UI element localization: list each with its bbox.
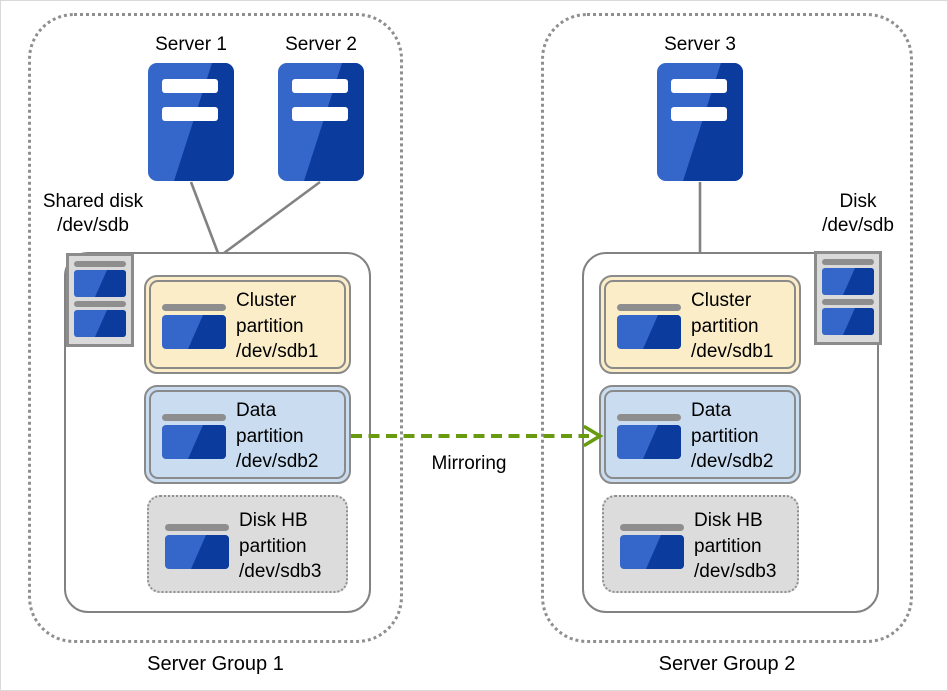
partition-text-line: Disk HB	[694, 510, 763, 531]
partition-icon	[162, 414, 226, 459]
server-group-1-border	[28, 13, 403, 643]
disk-label-line2: /dev/sdb	[822, 215, 894, 236]
partition-text-line: Data	[236, 400, 277, 421]
partition-text-line: /dev/sdb1	[236, 341, 319, 362]
cluster-partition-box: Cluster partition /dev/sdb1	[144, 275, 351, 374]
partition-icon	[620, 524, 684, 569]
data-partition-text: Data partition /dev/sdb2	[236, 398, 318, 475]
disk-hb-partition-text: Disk HB partition /dev/sdb3	[694, 508, 776, 585]
partition-text-line: partition	[236, 425, 304, 447]
partition-text-line: partition	[239, 535, 307, 557]
cluster-partition-box-inner: Cluster partition /dev/sdb1	[149, 280, 346, 369]
partition-text-line: /dev/sdb2	[691, 451, 774, 472]
mirroring-label: Mirroring	[431, 453, 507, 474]
data-partition-text: Data partition /dev/sdb2	[691, 398, 773, 475]
server-group-2-border	[541, 13, 913, 643]
partition-icon	[165, 524, 229, 569]
partition-text-line: /dev/sdb3	[239, 561, 322, 582]
data-partition-box: Data partition /dev/sdb2	[599, 385, 801, 484]
server-group-1-label: Server Group 1	[147, 653, 284, 675]
partition-text-line: Cluster	[691, 290, 752, 311]
partition-icon	[162, 304, 226, 349]
partition-icon	[617, 304, 681, 349]
cluster-partition-box-inner: Cluster partition /dev/sdb1	[604, 280, 796, 369]
shared-disk-label-line2: /dev/sdb	[57, 215, 129, 236]
cluster-partition-text: Cluster partition /dev/sdb1	[691, 288, 773, 365]
disk-icon	[66, 253, 134, 347]
partition-text-line: Data	[691, 400, 732, 421]
server-2-label: Server 2	[285, 34, 357, 55]
shared-disk-label-line1: Shared disk	[42, 191, 144, 212]
server-3-label: Server 3	[664, 34, 736, 55]
data-partition-box-inner: Data partition /dev/sdb2	[604, 390, 796, 479]
partition-text-line: partition	[694, 535, 762, 557]
cluster-partition-box: Cluster partition /dev/sdb1	[599, 275, 801, 374]
partition-text-line: Cluster	[236, 290, 297, 311]
data-partition-box-inner: Data partition /dev/sdb2	[149, 390, 346, 479]
partition-text-line: /dev/sdb3	[694, 561, 777, 582]
partition-icon	[617, 414, 681, 459]
disk-hb-partition-text: Disk HB partition /dev/sdb3	[239, 508, 321, 585]
cluster-partition-text: Cluster partition /dev/sdb1	[236, 288, 318, 365]
partition-text-line: Disk HB	[239, 510, 308, 531]
server-group-2-label: Server Group 2	[658, 653, 796, 675]
disk-icon	[814, 251, 882, 345]
partition-text-line: /dev/sdb1	[691, 341, 774, 362]
shared-disk-label: Shared disk /dev/sdb	[27, 190, 159, 238]
partition-text-line: partition	[691, 315, 759, 337]
partition-text-line: /dev/sdb2	[236, 451, 319, 472]
server-icon	[657, 63, 743, 181]
partition-text-line: partition	[236, 315, 304, 337]
disk-hb-partition-box: Disk HB partition /dev/sdb3	[602, 495, 799, 593]
partition-text-line: partition	[691, 425, 759, 447]
server-icon	[278, 63, 364, 181]
server-1-label: Server 1	[155, 34, 227, 55]
disk-label-line1: Disk	[839, 191, 877, 212]
data-partition-box: Data partition /dev/sdb2	[144, 385, 351, 484]
server-icon	[148, 63, 234, 181]
disk-label: Disk /dev/sdb	[807, 190, 909, 238]
disk-hb-partition-box: Disk HB partition /dev/sdb3	[147, 495, 348, 593]
